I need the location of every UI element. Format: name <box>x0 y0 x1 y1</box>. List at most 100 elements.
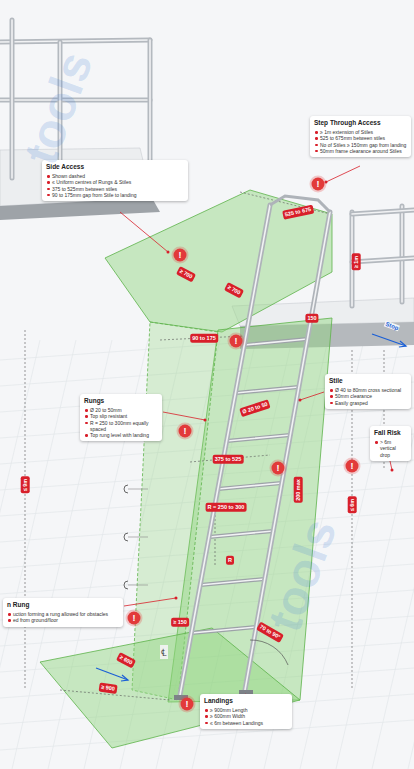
callout-bullet: Ø 20 to 50mm <box>84 407 158 413</box>
warning-icon: ! <box>272 462 285 475</box>
handrail-tube <box>400 206 405 302</box>
handrail-highlight <box>149 40 151 178</box>
leader-line <box>124 598 176 606</box>
hook-line <box>128 537 148 538</box>
handrail-highlight <box>352 258 414 262</box>
callout-box: Fall Risk > 6m vertical drop <box>370 426 411 461</box>
warning-icon: ! <box>174 249 187 262</box>
callout-bullet: ≤ Uniform centres of Rungs & Stiles <box>46 179 184 185</box>
hook-line <box>128 489 148 490</box>
callout-heading: Landings <box>204 697 288 705</box>
callout-bullet: Easily grasped <box>329 400 407 406</box>
dimension-tag: ≥ 900 <box>99 683 118 694</box>
rung-highlight <box>227 435 291 441</box>
handrail-tube <box>10 20 15 178</box>
callout-bullet: ≥ 1m extension of Stiles <box>314 129 407 135</box>
watermark: tools <box>257 512 348 639</box>
rung <box>218 483 282 489</box>
callout-box: Rungs Ø 20 to 50mmTop slip resistantR = 2… <box>80 394 162 441</box>
landing-zone <box>40 628 300 748</box>
dimension-tag: ≥ 700 <box>224 282 244 298</box>
upper-platform-side <box>152 198 168 226</box>
callout-bullet: Shown dashed <box>46 173 184 179</box>
rung-highlight <box>209 531 273 537</box>
warning-icon: ! <box>312 178 325 191</box>
rung <box>244 339 307 345</box>
direction-label: Stop <box>384 321 400 332</box>
dimension-tag: ≥ 600 <box>116 652 136 668</box>
dimension-tag: 200 max <box>294 477 303 503</box>
leader-dot <box>167 251 170 254</box>
callout-box: Landings ≥ 900mm Length≥ 600mm Width≤ 6m … <box>200 694 292 729</box>
callout-bullet: > 6m vertical drop <box>374 439 407 458</box>
handrail-highlight <box>0 40 150 42</box>
handrail-highlight <box>11 20 13 178</box>
handrail-tube <box>148 40 153 178</box>
arrow-head <box>399 341 406 347</box>
leader-dot <box>391 469 394 472</box>
hook-symbol <box>124 581 128 589</box>
dimension-tag: 150 <box>305 314 318 323</box>
callout-bullet: uction forming a rung allowed for obstac… <box>7 611 119 617</box>
dimension-tag: ≥ 150 <box>171 618 189 627</box>
rung-highlight <box>235 387 298 393</box>
callout-bullet: ed from ground/floor <box>7 617 119 623</box>
angle-arc <box>250 640 288 665</box>
callout-box: Stile Ø 40 to 80mm cross sectional50mm cl… <box>325 374 411 409</box>
rung-highlight <box>218 483 282 489</box>
rung-highlight <box>191 627 256 633</box>
dimension-tag: R <box>226 556 234 565</box>
callout-bullet: Top rung level with landing <box>84 432 158 438</box>
leader-dot <box>299 399 302 402</box>
warning-icon: ! <box>346 460 359 473</box>
callout-bullet: R = 250 to 300mm equally spaced <box>84 420 158 433</box>
handrail-tube <box>352 258 414 262</box>
callout-bullet: 50mm clearance <box>329 393 407 399</box>
floor-grid <box>0 340 40 769</box>
callout-bullet: ≤ 6m between Landings <box>204 720 288 726</box>
callout-heading: Rungs <box>84 397 158 405</box>
dimension-tag: 90 to 175 <box>190 334 218 343</box>
direction-arrow <box>372 334 406 346</box>
floor-grid <box>0 340 76 769</box>
callout-bullet: ≥ 600mm Width <box>204 713 288 719</box>
callout-bullet: Ø 40 to 80mm cross sectional <box>329 387 407 393</box>
leader-line <box>300 392 324 400</box>
hook-line <box>128 585 148 586</box>
centreline-symbol: ℄ <box>160 645 168 659</box>
dimension-tag: ≥ 700 <box>176 266 196 282</box>
handrail-tube <box>352 210 414 214</box>
callout-heading: Fall Risk <box>374 429 407 437</box>
callout-bullet: No of Stiles ≥ 150mm gap from landing <box>314 142 407 148</box>
callout-bullet: 525 to 675mm between stiles <box>314 135 407 141</box>
rung <box>235 387 298 393</box>
callout-bullet: 375 to 525mm between stiles <box>46 186 184 192</box>
callout-heading: n Rung <box>7 601 119 609</box>
arrow-head <box>121 675 128 681</box>
callout-box: Step Through Access ≥ 1m extension of Sti… <box>310 116 411 157</box>
callout-heading: Step Through Access <box>314 119 407 127</box>
callout-bullet: 50mm frame clearance around Stiles <box>314 148 407 154</box>
warning-icon: ! <box>179 425 192 438</box>
dimension-tag: 525 to 675 <box>282 205 314 220</box>
handrail-highlight <box>401 206 403 302</box>
callout-heading: Stile <box>329 377 407 385</box>
rung <box>200 579 265 585</box>
rung <box>191 627 256 633</box>
dimension-line <box>215 515 216 565</box>
access-zone <box>105 190 332 332</box>
callout-bullet: ≥ 900mm Length <box>204 707 288 713</box>
callout-box: n Rung uction forming a rung allowed for … <box>3 598 123 627</box>
leader-dot <box>204 419 207 422</box>
warning-icon: ! <box>181 698 194 711</box>
hook-symbol <box>124 533 128 541</box>
hook-symbol <box>124 485 128 493</box>
warning-icon: ! <box>128 612 141 625</box>
callout-bullet: Top slip resistant <box>84 413 158 419</box>
dimension-tag: 375 to 525 <box>213 455 244 464</box>
watermark: tools <box>13 45 104 172</box>
leader-dot <box>175 597 178 600</box>
rung <box>209 531 273 537</box>
